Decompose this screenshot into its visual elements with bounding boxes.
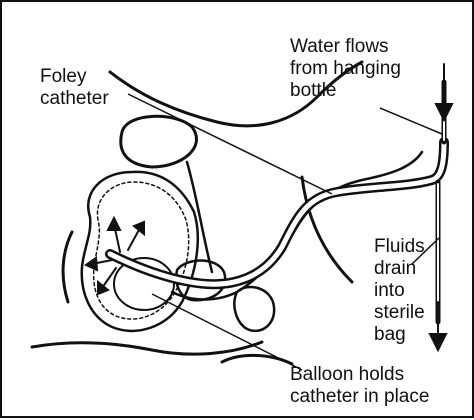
label-line: Fluids <box>374 236 425 258</box>
expand-arrow-down-head <box>98 282 108 294</box>
expand-arrow-up-head <box>108 218 120 230</box>
label-line: bag <box>374 324 425 346</box>
upper-organ <box>121 116 197 167</box>
expand-arrow-upright <box>128 228 140 250</box>
label-line: sterile <box>374 302 425 324</box>
label-fluids-drain: Fluids drain into sterile bag <box>374 236 425 346</box>
label-line: Balloon holds <box>290 364 429 386</box>
label-foley-catheter: Foley catheter <box>40 66 109 110</box>
leader-water <box>380 108 442 134</box>
water-arrow-head <box>436 104 452 120</box>
bladder-outline <box>82 172 198 331</box>
label-line: drain <box>374 258 425 280</box>
label-line: Water flows <box>290 36 401 58</box>
label-line: Foley <box>40 66 109 88</box>
duct-line <box>187 162 212 272</box>
testicle <box>234 287 274 331</box>
drain-arrow-head <box>430 334 446 350</box>
left-edge-curve <box>63 232 72 302</box>
label-balloon-holds: Balloon holds catheter in place <box>290 364 429 408</box>
label-line: catheter <box>40 88 109 110</box>
expand-arrow-left-head <box>86 258 97 270</box>
label-line: into <box>374 280 425 302</box>
bottom-contour <box>32 342 262 354</box>
label-line: from hanging <box>290 58 401 80</box>
label-water-flows: Water flows from hanging bottle <box>290 36 401 102</box>
label-line: catheter in place <box>290 386 429 408</box>
expand-arrow-upright-head <box>134 222 144 234</box>
label-line: bottle <box>290 80 401 102</box>
